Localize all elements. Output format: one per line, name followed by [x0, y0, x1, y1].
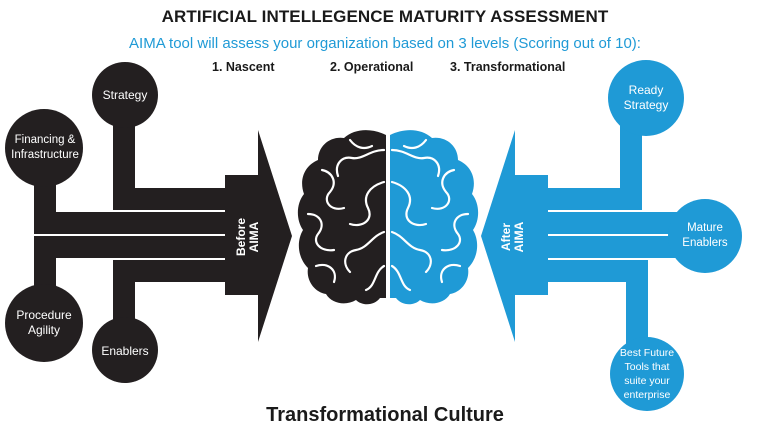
best-tools-node	[610, 337, 684, 411]
ready-strategy-node	[608, 60, 684, 136]
before-label-line2: AIMA	[247, 221, 261, 253]
strategy-label: Strategy	[102, 87, 148, 102]
before-aima-label: Before AIMA	[234, 202, 261, 272]
after-arrow	[481, 130, 548, 342]
brain-right-hemisphere	[390, 130, 479, 305]
procedure-node	[5, 284, 83, 362]
mature-enablers-node	[668, 199, 742, 273]
level-transformational: 3. Transformational	[450, 60, 566, 74]
page-subtitle: AIMA tool will assess your organization …	[129, 35, 641, 52]
before-arrow	[225, 130, 292, 342]
strategy-node	[92, 62, 158, 128]
ready-strategy-label: Ready Strategy	[623, 83, 669, 112]
enablers-node	[92, 317, 158, 383]
after-aima-label: After AIMA	[499, 202, 526, 272]
footer-title: Transformational Culture	[266, 404, 504, 426]
level-nascent: 1. Nascent	[212, 60, 275, 74]
enablers-label: Enablers	[101, 343, 149, 358]
brain-left-hemisphere	[297, 130, 386, 305]
best-tools-label: Best Future Tools that suite your enterp…	[619, 347, 675, 401]
after-label-line2: AIMA	[512, 221, 526, 253]
financing-label: Financing & Infrastructure	[11, 134, 79, 161]
page-title: ARTIFICIAL INTELLEGENCE MATURITY ASSESSM…	[161, 7, 609, 26]
financing-node	[5, 109, 83, 187]
level-operational: 2. Operational	[330, 60, 414, 74]
procedure-label: Procedure Agility	[16, 308, 72, 337]
mature-enablers-label: Mature Enablers	[682, 222, 728, 249]
